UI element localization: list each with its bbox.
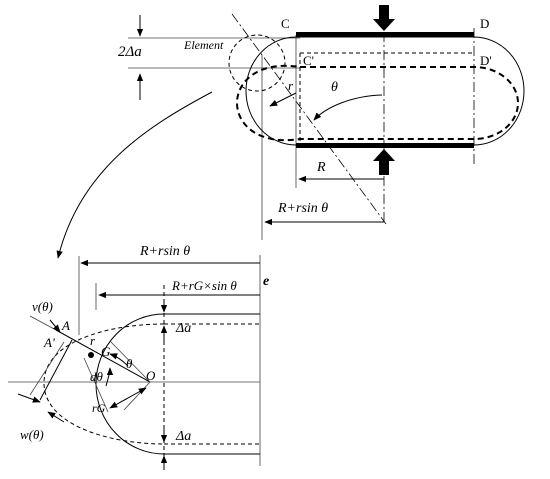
label-R-plus-rG: R+rG×sin θ — [171, 278, 237, 293]
label-delta-a-top: Δa — [175, 321, 191, 336]
load-arrow-top — [373, 5, 395, 31]
label-d-theta: dθ — [90, 369, 104, 384]
centroid-G-point — [88, 352, 94, 358]
label-two-delta-a: 2Δa — [118, 44, 142, 60]
label-R-plus-rsin-top: R+rsin θ — [277, 201, 328, 216]
radius-extension — [29, 315, 57, 331]
label-element: Element — [183, 38, 224, 52]
v-theta-arrow — [49, 319, 61, 333]
top-figure — [56, 5, 525, 259]
label-G: G — [101, 344, 111, 359]
theta-arc-bottom — [109, 353, 129, 367]
label-R-plus-rsin-bottom: R+rsin θ — [139, 244, 190, 259]
w-theta-arrow-left — [17, 393, 41, 403]
label-delta-a-bottom: Δa — [175, 429, 191, 444]
element-circle — [228, 34, 286, 92]
angle-ref-line — [109, 340, 151, 383]
diagonal-dashdot-line — [231, 13, 387, 225]
label-r-top: r — [288, 78, 294, 93]
label-C: C — [281, 16, 290, 31]
d-theta-arc — [105, 367, 114, 387]
tangent-line-2 — [29, 341, 65, 396]
r-arrow-top — [269, 92, 297, 107]
label-D-prime: D' — [480, 53, 492, 68]
radius-r-line — [55, 329, 151, 383]
label-v-theta: v(θ) — [32, 299, 53, 314]
label-theta-top: θ — [331, 80, 338, 95]
zoom-connector-arrow — [56, 91, 213, 259]
label-O: O — [146, 368, 156, 383]
c-prime-dashed-box — [299, 52, 474, 150]
label-A: A — [61, 318, 70, 333]
w-theta-arrow-right — [47, 411, 65, 423]
label-D: D — [480, 16, 489, 31]
label-r-bottom: r — [90, 333, 96, 348]
bottom-plate — [296, 143, 474, 148]
bottom-figure — [8, 255, 261, 470]
deformed-capsule-outline — [236, 64, 519, 142]
theta-arc-top — [313, 94, 383, 121]
top-plate — [296, 32, 474, 37]
label-r-G: rG — [92, 401, 106, 415]
label-A-prime: A' — [43, 335, 55, 350]
tangent-line-1 — [39, 339, 73, 401]
load-arrow-bottom — [373, 149, 395, 175]
rG-ext-2 — [123, 381, 151, 411]
rG-dimension-arrow — [109, 387, 147, 409]
deformed-semicircle — [43, 323, 165, 445]
rG-ext-1 — [83, 357, 109, 413]
label-theta-bottom: θ — [126, 356, 133, 371]
label-e: e — [263, 274, 269, 289]
label-C-prime: C' — [303, 53, 314, 68]
label-R: R — [316, 160, 326, 175]
original-semicircle — [95, 313, 165, 455]
label-w-theta: w(θ) — [20, 427, 44, 442]
